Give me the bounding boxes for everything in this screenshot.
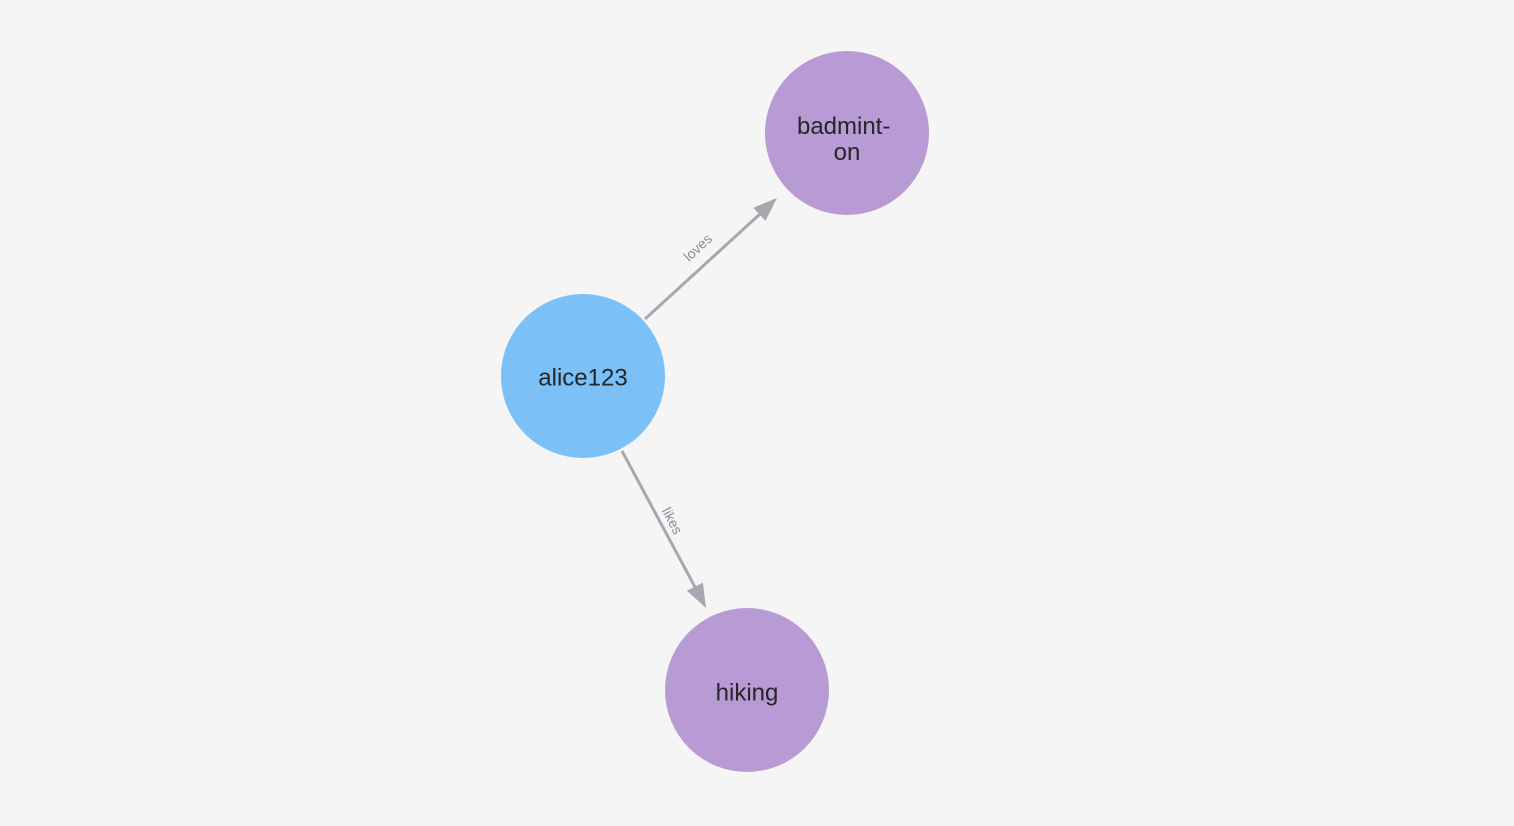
node-hiking[interactable]: hiking <box>665 608 829 772</box>
node-badminton[interactable]: badmint- on <box>765 51 929 215</box>
node-alice123-label: alice123 <box>538 365 627 392</box>
edge-loves-line[interactable] <box>643 212 762 321</box>
edge-likes[interactable]: likes <box>620 450 706 608</box>
node-badminton-label: badmint- on <box>797 113 897 166</box>
node-hiking-circle[interactable] <box>665 608 829 772</box>
edge-likes-line[interactable] <box>620 450 697 588</box>
node-badminton-circle[interactable] <box>765 51 929 215</box>
edge-likes-arrowhead-icon <box>686 582 706 608</box>
node-alice123[interactable]: alice123 <box>501 294 665 458</box>
node-badminton-label-line-2: on <box>834 139 861 166</box>
node-hiking-label: hiking <box>716 680 779 707</box>
node-badminton-label-line-1: badmint- <box>797 113 890 140</box>
edge-loves-arrowhead-icon <box>753 198 777 221</box>
node-alice123-circle[interactable] <box>501 294 665 458</box>
